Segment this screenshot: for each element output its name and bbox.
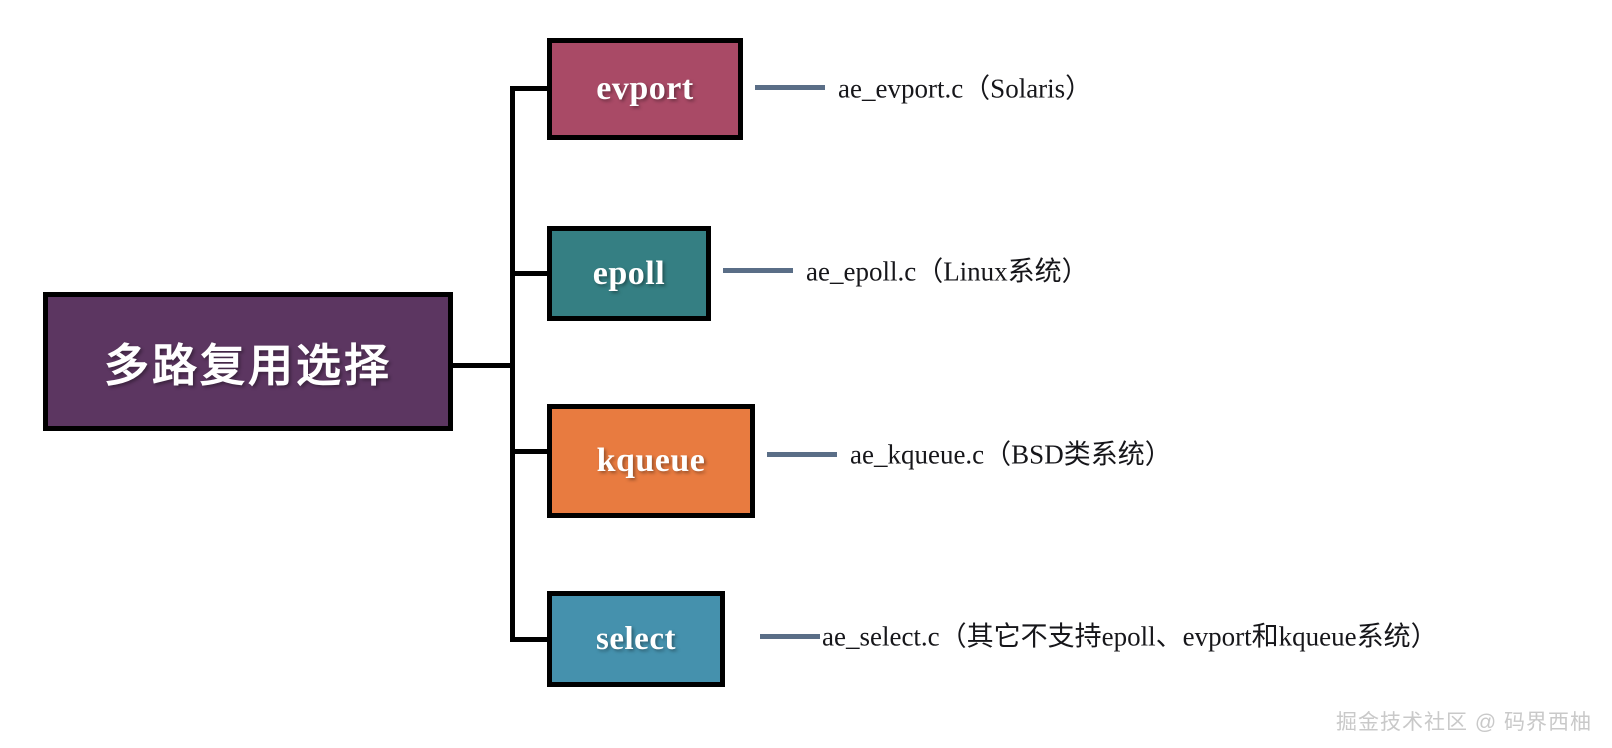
leader-line-epoll bbox=[723, 268, 793, 273]
leader-line-kqueue bbox=[767, 452, 837, 457]
edge-branch-epoll bbox=[510, 271, 550, 276]
edge-branch-select bbox=[510, 637, 550, 642]
edge-branch-evport bbox=[510, 86, 550, 91]
leaf-label-evport: ae_evport.c（Solaris） bbox=[838, 73, 1093, 104]
leaf-label-select: ae_select.c（其它不支持epoll、evport和kqueue系统） bbox=[822, 621, 1438, 652]
edge-vertical-spine bbox=[510, 86, 515, 642]
edge-root-stub bbox=[453, 363, 515, 368]
leader-line-evport bbox=[755, 85, 825, 90]
leaf-label-epoll: ae_epoll.c（Linux系统） bbox=[806, 256, 1089, 287]
leader-line-select bbox=[760, 634, 820, 639]
node-epoll[interactable]: epoll bbox=[547, 226, 711, 321]
node-kqueue[interactable]: kqueue bbox=[547, 404, 755, 518]
watermark: 掘金技术社区 @ 码界西柚 bbox=[1336, 711, 1592, 734]
edge-branch-kqueue bbox=[510, 449, 550, 454]
node-evport[interactable]: evport bbox=[547, 38, 743, 140]
leaf-label-kqueue: ae_kqueue.c（BSD类系统） bbox=[850, 439, 1172, 470]
node-select[interactable]: select bbox=[547, 591, 725, 687]
node-root[interactable]: 多路复用选择 bbox=[43, 292, 453, 431]
